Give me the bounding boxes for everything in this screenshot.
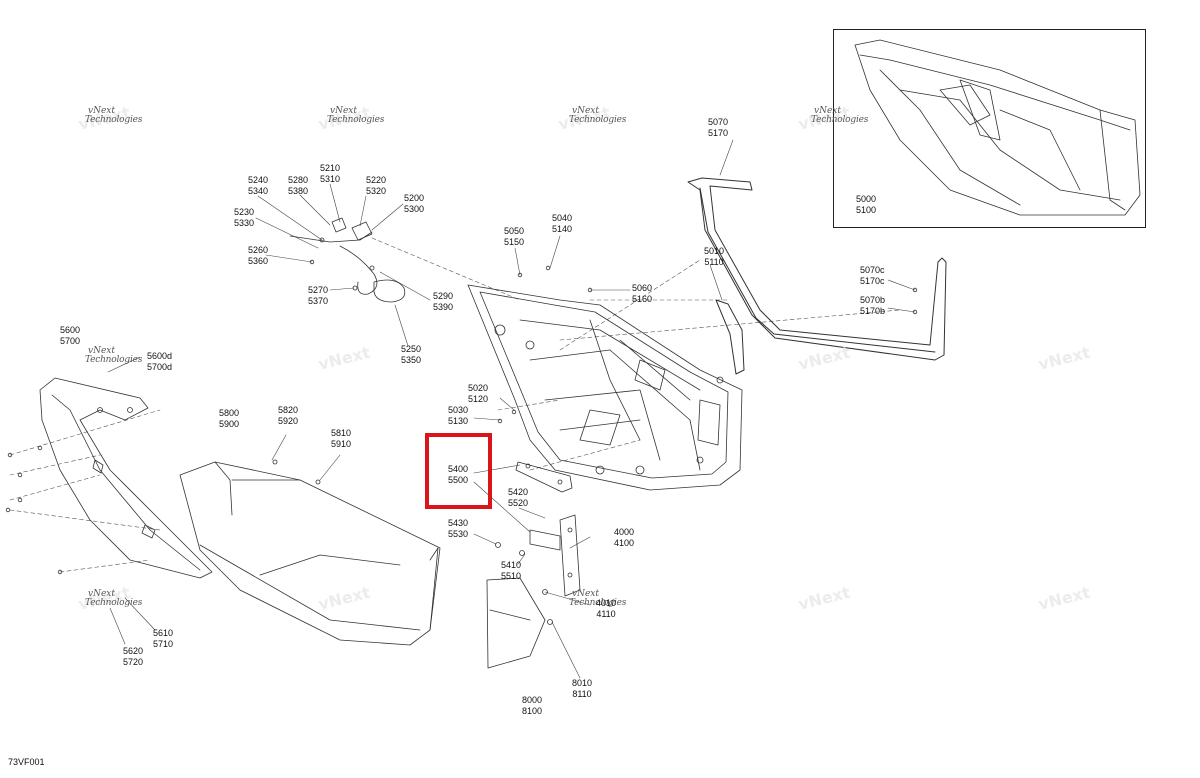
leader-lines <box>107 139 916 679</box>
selected-part-highlight <box>425 433 492 509</box>
door-seal <box>687 177 947 375</box>
left-trim-bar <box>39 377 213 579</box>
svg-text:vNext: vNext <box>796 343 852 374</box>
figure-code: 73VF001 <box>8 757 45 767</box>
hinge-assembly <box>495 461 581 597</box>
inset-frame <box>833 29 1146 228</box>
fasteners <box>5 265 918 575</box>
svg-text:vNext: vNext <box>76 103 132 134</box>
svg-text:vNext: vNext <box>1036 583 1092 614</box>
inset-assembled-door <box>854 39 1141 216</box>
svg-text:vNext: vNext <box>316 583 372 614</box>
svg-text:vNext: vNext <box>316 103 372 134</box>
svg-text:vNext: vNext <box>796 583 852 614</box>
lower-small-panel <box>486 577 553 669</box>
svg-text:vNext: vNext <box>556 103 612 134</box>
outer-door-panel <box>179 461 441 646</box>
svg-text:vNext: vNext <box>316 343 372 374</box>
svg-text:vNext: vNext <box>1036 343 1092 374</box>
cable-bracket-assembly <box>289 217 406 303</box>
svg-text:vNext: vNext <box>76 583 132 614</box>
door-inner-frame <box>467 284 743 491</box>
